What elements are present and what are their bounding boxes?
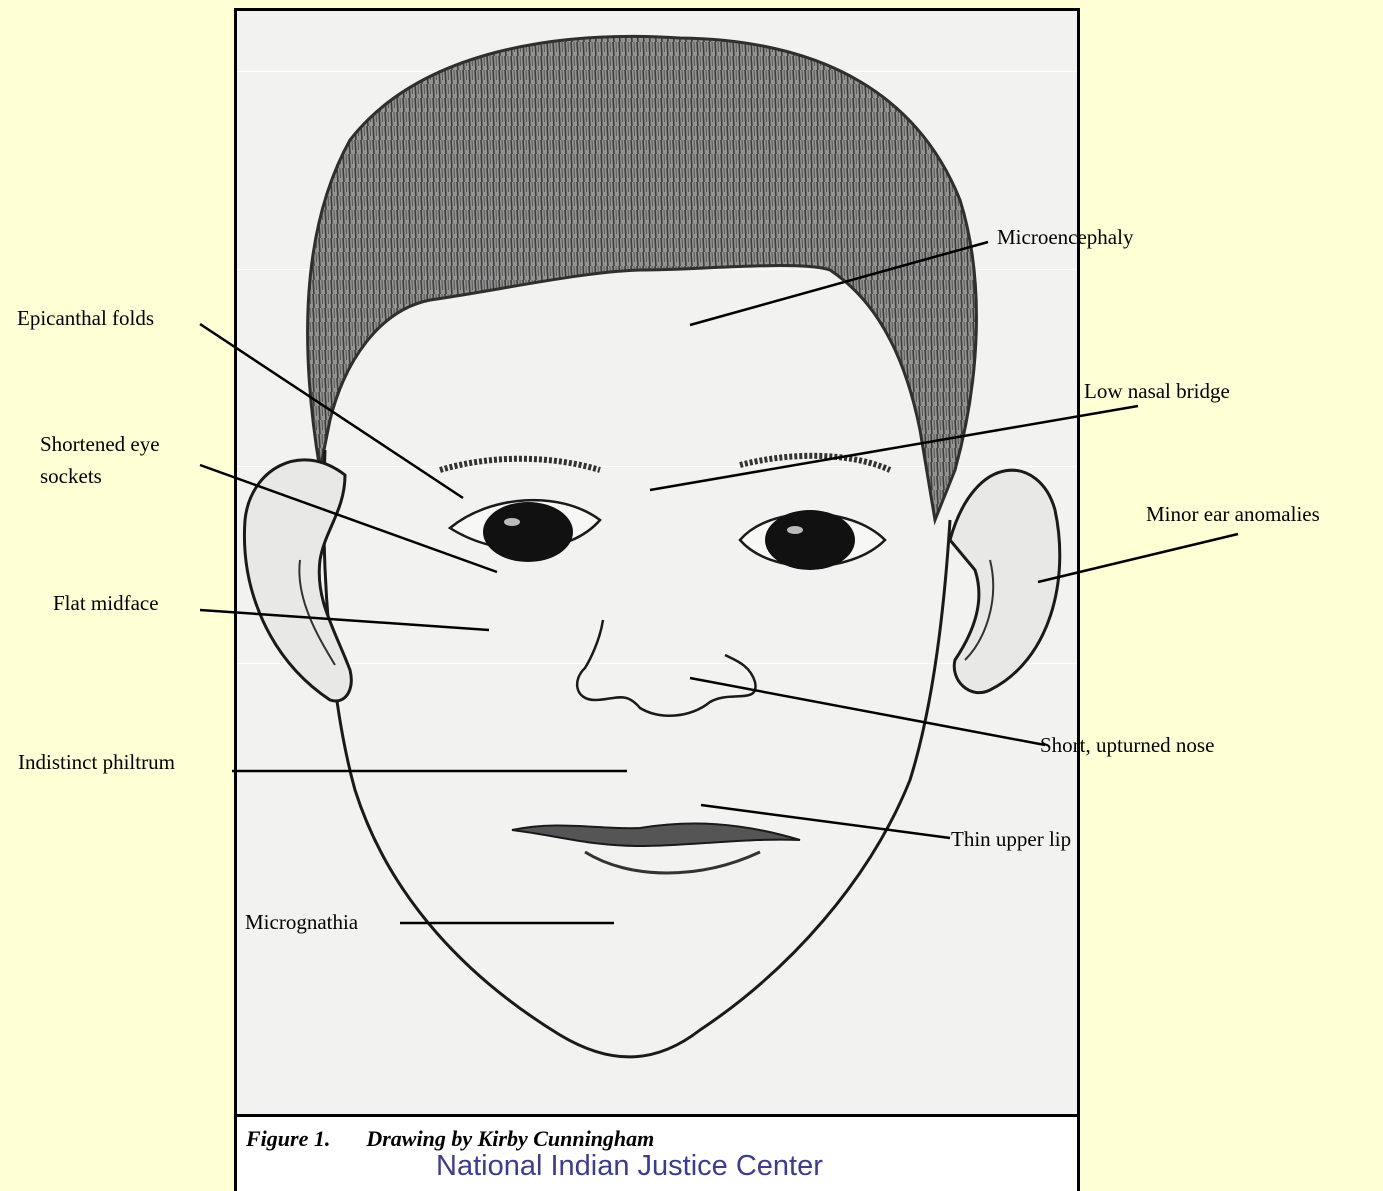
label-minor-ear-anomalies: Minor ear anomalies (1146, 503, 1320, 526)
label-shortened-eye-sockets-line2: sockets (40, 465, 102, 488)
leader-minor-ear-anomalies (1038, 534, 1238, 582)
label-shortened-eye-sockets-line1: Shortened eye (40, 433, 160, 456)
credit-line: National Indian Justice Center (436, 1150, 823, 1183)
label-micrognathia: Micrognathia (245, 911, 358, 934)
left-pupil (483, 502, 573, 562)
figure-description: Drawing by Kirby Cunningham (366, 1126, 654, 1151)
right-pupil (765, 510, 855, 570)
figure-number: Figure 1. (246, 1126, 330, 1151)
label-thin-upper-lip: Thin upper lip (951, 828, 1071, 851)
label-short-upturned-nose: Short, upturned nose (1040, 734, 1214, 757)
label-epicanthal-folds: Epicanthal folds (17, 307, 154, 330)
left-eyebrow (440, 459, 600, 470)
upper-lip (512, 824, 800, 846)
hair (308, 36, 977, 520)
leader-flat-midface (200, 610, 489, 630)
label-indistinct-philtrum: Indistinct philtrum (18, 751, 175, 774)
nose (577, 620, 755, 716)
leader-low-nasal-bridge (650, 406, 1138, 490)
right-eyebrow (740, 456, 890, 470)
label-microencephaly: Microencephaly (997, 226, 1133, 249)
figure-caption: Figure 1. Drawing by Kirby Cunningham (246, 1126, 654, 1152)
label-low-nasal-bridge: Low nasal bridge (1084, 380, 1230, 403)
lower-lip (585, 852, 760, 873)
label-flat-midface: Flat midface (53, 592, 159, 615)
